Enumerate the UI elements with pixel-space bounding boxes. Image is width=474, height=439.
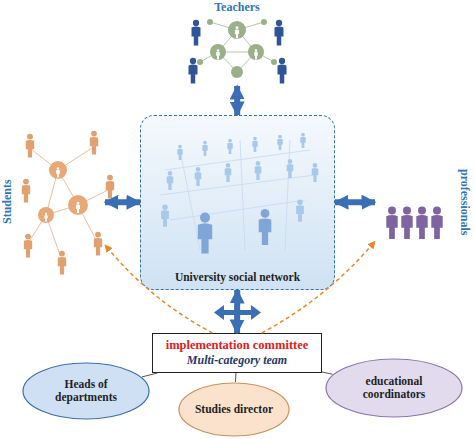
node-label: educational coordinators — [343, 375, 445, 401]
teacher-figures — [189, 20, 287, 84]
student-icons — [44, 167, 80, 222]
node-label: Teachers — [182, 0, 292, 15]
four-way-arrow — [214, 305, 261, 320]
network-box: University social network — [140, 115, 335, 290]
teachers-group: Teachers — [182, 0, 292, 86]
network-grid — [160, 140, 315, 250]
double-arrow — [335, 199, 375, 205]
teacher-network — [200, 22, 274, 72]
teacher-icons — [216, 26, 258, 59]
committee-box: implementation committeeMulti-category t… — [152, 333, 322, 373]
connector-line — [142, 373, 158, 377]
connector-line — [235, 373, 236, 382]
double-arrow — [234, 290, 240, 333]
node-label: implementation committee — [166, 338, 309, 353]
node-label: University social network — [141, 271, 334, 283]
node-label: Students — [0, 122, 15, 282]
professionals-group: professionals — [375, 132, 472, 272]
student-network-nodes — [38, 161, 88, 223]
double-arrow — [234, 86, 240, 115]
students-group: Students — [0, 122, 105, 282]
network-members-front — [198, 209, 271, 254]
network-panel — [140, 115, 335, 290]
node-subtitle: Multi-category team — [187, 353, 287, 367]
dashed-arrow — [105, 245, 213, 333]
dashed-arrow — [262, 241, 375, 333]
node-label: professionals — [457, 132, 472, 272]
professional-figures — [386, 207, 442, 239]
node-label: Studies director — [195, 403, 273, 416]
student-network — [30, 148, 108, 255]
role-ellipse: Studies director — [178, 382, 290, 437]
role-ellipse: educational coordinators — [325, 358, 463, 418]
teacher-network-nodes — [197, 19, 277, 78]
student-figures — [22, 131, 114, 275]
double-arrow — [105, 199, 140, 205]
connector-line — [322, 372, 333, 374]
network-members — [161, 133, 318, 227]
role-ellipse: Heads of departments — [22, 362, 150, 420]
node-label: Heads of departments — [38, 378, 134, 404]
